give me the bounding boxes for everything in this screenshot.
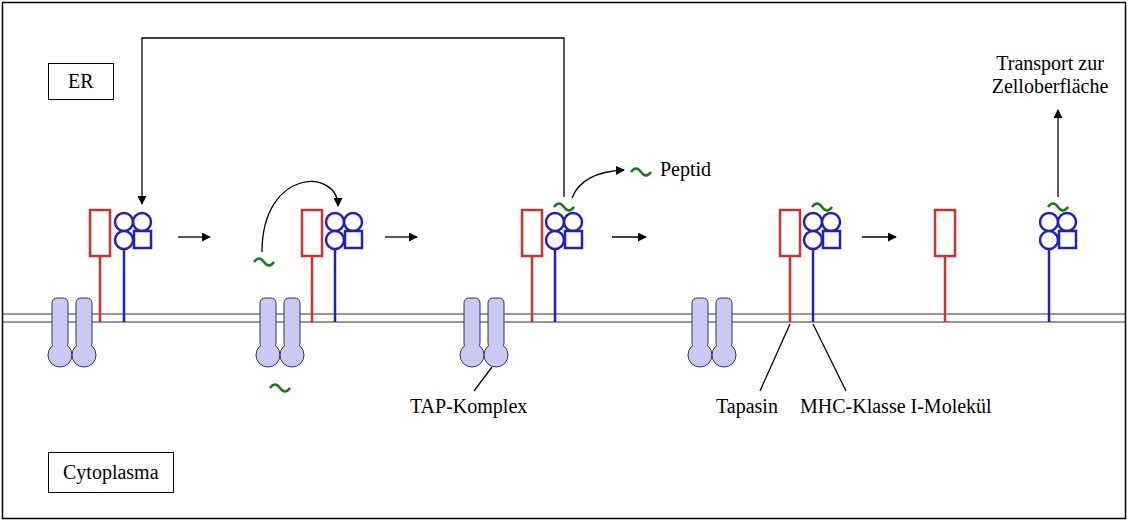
mhc-shape [804,213,840,322]
step-arrow [612,236,646,237]
step-arrow [385,236,417,237]
peptide-symbol [631,169,651,176]
leader-line [760,324,790,391]
structure-label: Tapasin [716,395,778,418]
peptide-symbol [254,259,274,266]
peptide-symbol [1048,204,1068,211]
tapasin-shape [302,210,322,322]
mhc-shape [546,213,582,322]
region-box: Cytoplasma [48,452,174,493]
tapasin-shape [935,210,955,322]
step-arrow [862,236,896,237]
peptide-symbol [270,385,290,392]
mhc-shape [115,213,151,322]
tapasin-shape [522,210,542,322]
peptide-symbol [554,204,574,211]
structure-label: MHC-Klasse I-Molekül [800,395,992,418]
leader-line [813,324,846,391]
tap-complex [688,298,736,367]
step-arrow [178,236,210,237]
structure-label: TAP-Komplex [410,395,527,418]
region-box: ER [48,63,114,100]
tap-complex [460,298,508,367]
membrane-line [3,321,1125,322]
mhc-shape [326,213,362,322]
frame [3,3,1126,519]
membrane-line [3,313,1125,314]
peptide-label: Peptid [660,158,711,181]
mhc-shape [1040,213,1076,322]
region-name: Cytoplasma [63,461,159,484]
tap-complex [48,298,96,367]
release-arrow [572,170,624,198]
tapasin-shape [780,210,800,322]
leader-line [474,367,492,391]
recycle-arrow [142,38,564,204]
loading-arrow [262,182,338,252]
tap-complex [256,298,304,367]
region-name: ER [68,70,94,93]
tapasin-shape [90,210,110,322]
peptide-symbol [812,204,832,211]
transport-arrow [1057,110,1058,197]
transport-label: Transport zur Zelloberfläche [975,52,1125,98]
